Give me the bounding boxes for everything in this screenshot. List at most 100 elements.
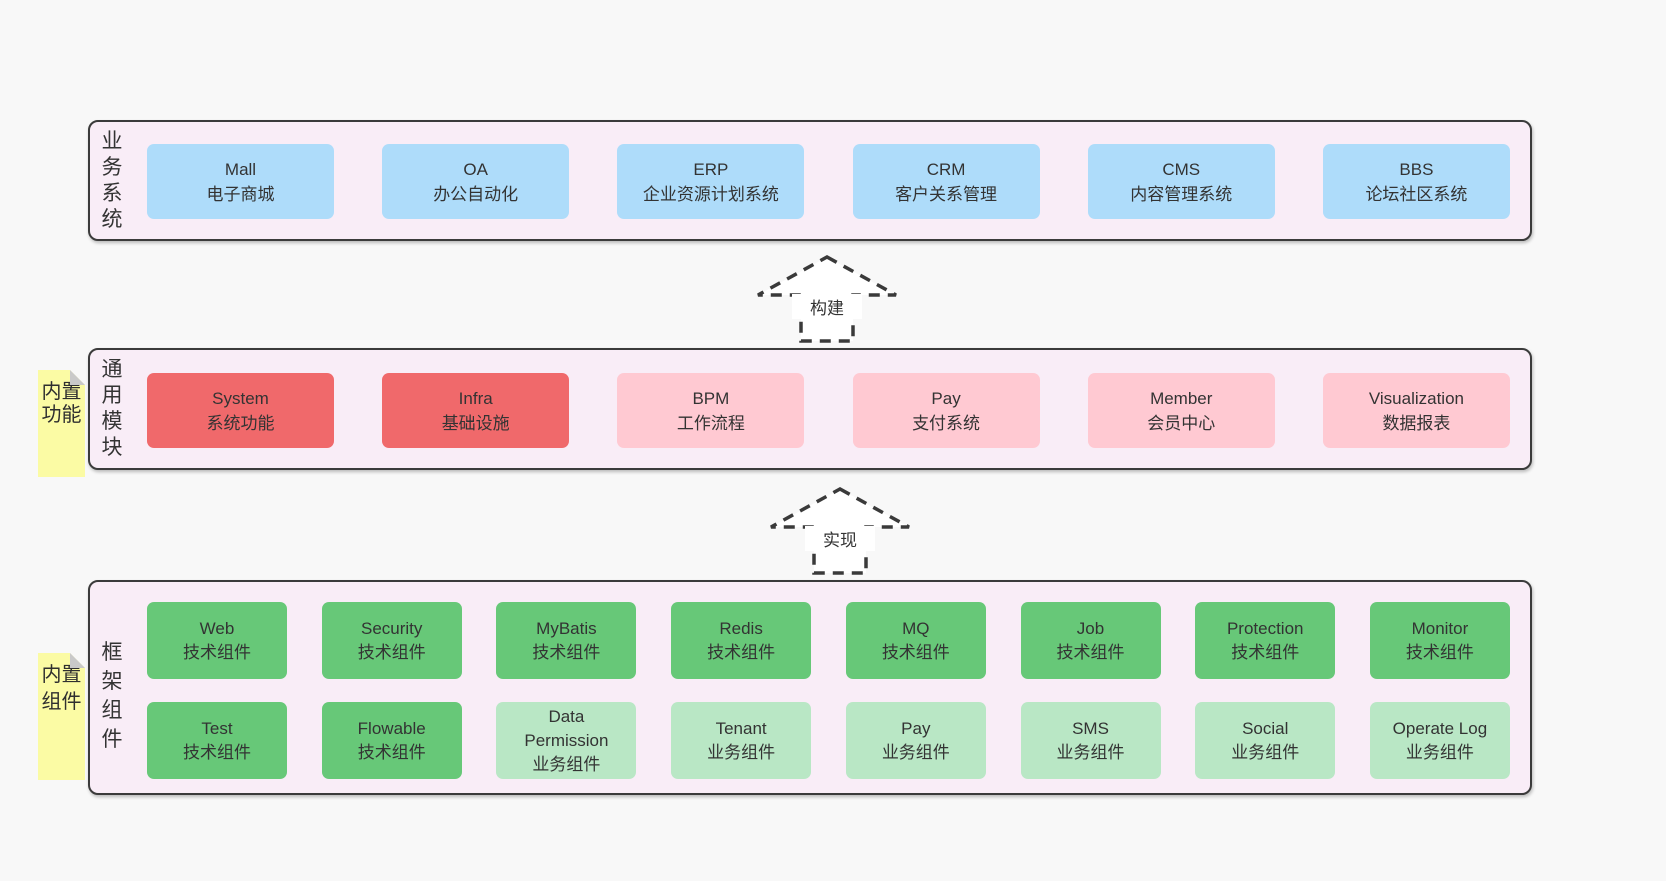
box-title: MQ bbox=[902, 618, 930, 638]
box-subtitle: 办公自动化 bbox=[433, 184, 519, 204]
box-title: SMS bbox=[1072, 718, 1109, 738]
box-crm: CRM 客户关系管理 bbox=[852, 144, 1040, 219]
layer-business-label: 业务系统 bbox=[101, 129, 123, 231]
business-boxes-row: Mall 电子商城 OA 办公自动化 ERP 企业资源计划系统 CRM 客户关系… bbox=[147, 144, 1510, 219]
box-web: Web 技术组件 bbox=[147, 602, 287, 679]
box-monitor: Monitor 技术组件 bbox=[1369, 602, 1510, 679]
box-subtitle: 数据报表 bbox=[1382, 413, 1451, 433]
box-security: Security 技术组件 bbox=[321, 602, 462, 679]
layer-components-label: 框架组件 bbox=[101, 640, 123, 751]
note-fold-corner bbox=[70, 653, 85, 668]
components-row-1: Web 技术组件 Security 技术组件 MyBatis 技术组件 Redi… bbox=[147, 602, 1510, 679]
box-subtitle: 内容管理系统 bbox=[1130, 184, 1233, 204]
box-title: Monitor bbox=[1411, 618, 1469, 638]
box-title: Security bbox=[360, 618, 423, 638]
note-built-in-components: 内置组件 bbox=[38, 653, 85, 780]
box-subtitle: 技术组件 bbox=[1231, 642, 1300, 662]
layer-common-modules: 通用模块 System 系统功能 Infra 基础设施 BPM 工作流程 Pay… bbox=[88, 348, 1532, 470]
box-title: BPM bbox=[692, 388, 730, 408]
box-title: CRM bbox=[926, 159, 966, 179]
arrow-implement-label: 实现 bbox=[805, 526, 875, 551]
box-subtitle: 业务组件 bbox=[1231, 742, 1300, 762]
box-subtitle: 电子商城 bbox=[206, 184, 275, 204]
box-mq: MQ 技术组件 bbox=[845, 602, 986, 679]
box-title: Pay bbox=[901, 718, 931, 738]
layer-modules-label: 通用模块 bbox=[101, 358, 123, 459]
box-subtitle: 客户关系管理 bbox=[895, 184, 998, 204]
box-subtitle: 业务组件 bbox=[1405, 742, 1474, 762]
box-title: Social bbox=[1242, 718, 1289, 738]
box-subtitle: 技术组件 bbox=[532, 642, 601, 662]
box-subtitle: 技术组件 bbox=[183, 742, 251, 762]
box-subtitle: 会员中心 bbox=[1147, 413, 1216, 433]
box-system: System 系统功能 bbox=[147, 373, 334, 448]
box-title: ERP bbox=[693, 159, 729, 179]
box-mall: Mall 电子商城 bbox=[147, 144, 334, 219]
box-subtitle: 技术组件 bbox=[183, 642, 251, 662]
box-pay-component: Pay 业务组件 bbox=[845, 702, 986, 779]
box-erp: ERP 企业资源计划系统 bbox=[617, 144, 805, 219]
box-subtitle: 基础设施 bbox=[441, 413, 510, 433]
components-row-2: Test 技术组件 Flowable 技术组件 Data Permission … bbox=[147, 702, 1510, 779]
box-title: Data Permission bbox=[524, 706, 609, 750]
note-text: 内置功能 bbox=[41, 381, 82, 426]
box-cms: CMS 内容管理系统 bbox=[1087, 144, 1275, 219]
box-title: Test bbox=[201, 718, 233, 738]
box-title: Visualization bbox=[1368, 388, 1464, 408]
box-subtitle: 技术组件 bbox=[707, 642, 776, 662]
box-subtitle: 业务组件 bbox=[532, 754, 601, 774]
box-oa: OA 办公自动化 bbox=[382, 144, 570, 219]
box-subtitle: 技术组件 bbox=[881, 642, 950, 662]
box-bbs: BBS 论坛社区系统 bbox=[1322, 144, 1510, 219]
box-subtitle: 业务组件 bbox=[1056, 742, 1125, 762]
box-subtitle: 技术组件 bbox=[1056, 642, 1125, 662]
box-protection: Protection 技术组件 bbox=[1195, 602, 1336, 679]
box-title: Operate Log bbox=[1392, 718, 1488, 738]
box-title: Mall bbox=[224, 159, 257, 179]
box-operate-log: Operate Log 业务组件 bbox=[1369, 702, 1510, 779]
box-visualization: Visualization 数据报表 bbox=[1322, 373, 1510, 448]
box-title: System bbox=[212, 388, 269, 408]
box-sms: SMS 业务组件 bbox=[1020, 702, 1161, 779]
box-pay: Pay 支付系统 bbox=[852, 373, 1040, 448]
box-bpm: BPM 工作流程 bbox=[617, 373, 805, 448]
box-title: Tenant bbox=[715, 718, 767, 738]
modules-boxes-row: System 系统功能 Infra 基础设施 BPM 工作流程 Pay 支付系统… bbox=[147, 373, 1510, 448]
box-flowable: Flowable 技术组件 bbox=[321, 702, 462, 779]
box-social: Social 业务组件 bbox=[1195, 702, 1336, 779]
note-built-in-features: 内置功能 bbox=[38, 370, 85, 477]
box-subtitle: 企业资源计划系统 bbox=[642, 184, 779, 204]
box-subtitle: 业务组件 bbox=[881, 742, 950, 762]
box-subtitle: 技术组件 bbox=[357, 642, 426, 662]
box-title: Member bbox=[1150, 388, 1213, 408]
box-title: Job bbox=[1076, 618, 1105, 638]
box-title: Flowable bbox=[357, 718, 426, 738]
arrow-build-label: 构建 bbox=[792, 294, 862, 319]
box-title: CMS bbox=[1162, 159, 1201, 179]
box-subtitle: 系统功能 bbox=[206, 413, 275, 433]
box-test: Test 技术组件 bbox=[147, 702, 287, 779]
box-subtitle: 业务组件 bbox=[707, 742, 776, 762]
box-subtitle: 支付系统 bbox=[912, 413, 981, 433]
box-title: MyBatis bbox=[536, 618, 597, 638]
box-data-permission: Data Permission 业务组件 bbox=[496, 702, 637, 779]
box-tenant: Tenant 业务组件 bbox=[671, 702, 812, 779]
box-subtitle: 论坛社区系统 bbox=[1365, 184, 1468, 204]
box-title: Pay bbox=[931, 388, 961, 408]
box-mybatis: MyBatis 技术组件 bbox=[496, 602, 637, 679]
layer-framework-components: 框架组件 Web 技术组件 Security 技术组件 MyBatis 技术组件… bbox=[88, 580, 1532, 795]
box-title: Redis bbox=[719, 618, 763, 638]
box-subtitle: 工作流程 bbox=[676, 413, 745, 433]
box-subtitle: 技术组件 bbox=[357, 742, 426, 762]
layer-business-systems: 业务系统 Mall 电子商城 OA 办公自动化 ERP 企业资源计划系统 CRM… bbox=[88, 120, 1532, 241]
box-title: Infra bbox=[458, 388, 493, 408]
box-redis: Redis 技术组件 bbox=[671, 602, 812, 679]
note-fold-corner bbox=[70, 370, 85, 385]
box-title: Web bbox=[199, 618, 235, 638]
note-text: 内置组件 bbox=[41, 664, 82, 713]
box-title: BBS bbox=[1399, 159, 1434, 179]
box-job: Job 技术组件 bbox=[1020, 602, 1161, 679]
box-title: OA bbox=[463, 159, 488, 179]
box-infra: Infra 基础设施 bbox=[382, 373, 570, 448]
